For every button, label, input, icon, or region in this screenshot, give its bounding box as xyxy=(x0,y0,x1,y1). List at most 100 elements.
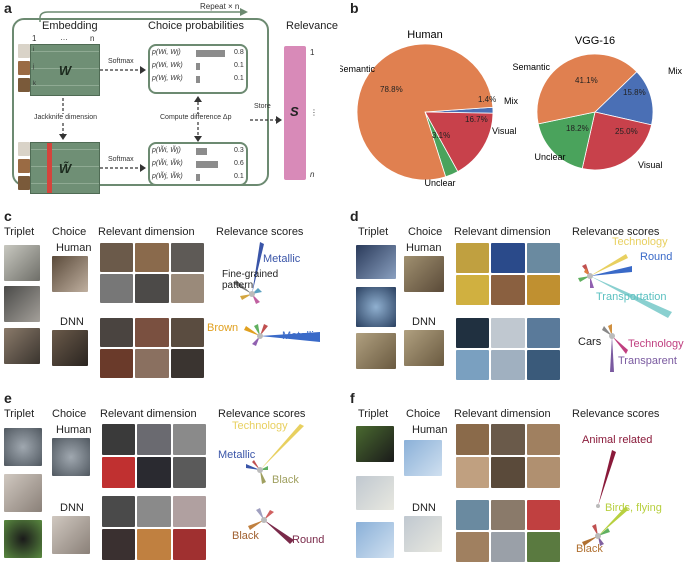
pie-value-label: 41.1% xyxy=(575,76,598,85)
c-dnn-label-metallic: Metallic xyxy=(282,330,320,342)
matrix-W-tilde-label: W̃ xyxy=(58,161,72,176)
e-human-label-black: Black xyxy=(272,474,299,486)
f-human-label: Human xyxy=(412,424,448,436)
row-i: i xyxy=(33,47,35,53)
e-human-choice-image xyxy=(52,438,90,476)
d-dnn-choice-image xyxy=(404,330,444,366)
e-human-rose xyxy=(246,424,304,484)
choice-probabilities-title: Choice probabilities xyxy=(148,20,244,32)
e-human-label-technology: Technology xyxy=(232,420,288,432)
relevance-title: Relevance xyxy=(286,20,338,32)
c-human-choice-image xyxy=(52,256,88,292)
f-human-label-animal-related: Animal related xyxy=(582,434,653,446)
c-choice-header: Choice xyxy=(52,226,87,238)
bottom-prob-bar xyxy=(196,174,200,181)
d-human-label-transportation: Transportation xyxy=(596,291,667,303)
pie-slice-visual xyxy=(424,111,494,173)
panel-a-frame xyxy=(12,18,269,186)
f-dnn-dimension-images xyxy=(456,500,560,562)
pie-slice-semantic xyxy=(356,43,494,181)
softmax-label-top: Softmax xyxy=(108,58,134,65)
triplet-thumbs-top xyxy=(18,44,32,94)
d-human-label-round: Round xyxy=(640,251,673,263)
e-human-dimension-images xyxy=(102,424,206,488)
f-dnn-rose xyxy=(582,506,628,546)
e-dnn-label-black: Black xyxy=(232,530,259,542)
pie-value-label: 15.8% xyxy=(623,88,646,97)
f-relevant-dimension-header: Relevant dimension xyxy=(454,408,551,420)
softmax-label-bottom: Softmax xyxy=(108,156,134,163)
pie-category-label: Visual xyxy=(492,126,516,136)
pie-category-label: Unclear xyxy=(424,178,455,188)
e-dnn-label-round: Round xyxy=(292,534,325,546)
repeat-label: Repeat × n xyxy=(200,2,240,11)
f-relevance-scores-header: Relevance scores xyxy=(572,408,660,420)
dim-label-1: 1 xyxy=(32,34,37,43)
softmax-arrow-bottom xyxy=(100,164,146,172)
row-k: k xyxy=(33,81,36,87)
relevance-vector xyxy=(284,46,306,180)
e-relevance-scores-header: Relevance scores xyxy=(218,408,306,420)
c-relevant-dimension-header: Relevant dimension xyxy=(98,226,195,238)
dim-label-n: n xyxy=(90,34,95,43)
f-human-dimension-images xyxy=(456,424,560,488)
c-triplet-header: Triplet xyxy=(4,226,35,238)
pie-category-label: Unclear xyxy=(534,152,565,162)
c-triplet-image-3 xyxy=(4,328,40,364)
f-triplet-image-1 xyxy=(356,426,394,462)
d-choice-header: Choice xyxy=(408,226,443,238)
softmax-arrow-top xyxy=(100,66,146,74)
top-prob-bar xyxy=(196,76,200,83)
d-relevant-dimension-header: Relevant dimension xyxy=(454,226,551,238)
pie-category-label: Mix xyxy=(504,96,518,106)
pie-value-label: 78.8% xyxy=(380,85,403,94)
pie-value-label: 25.0% xyxy=(615,127,638,136)
e-triplet-image-3 xyxy=(4,520,42,558)
top-prob-value: 0.1 xyxy=(234,75,244,82)
d-human-choice-image xyxy=(404,256,444,292)
e-triplet-header: Triplet xyxy=(4,408,35,420)
e-human-label: Human xyxy=(56,424,92,436)
c-dnn-choice-image xyxy=(52,330,88,366)
panel-letter-e: e xyxy=(4,390,12,406)
c-human-label-fine-grained: Fine-grained pattern xyxy=(222,269,279,291)
pie-value-label: 3.1% xyxy=(432,131,450,140)
relevance-index-dots: ⋮ xyxy=(310,108,318,117)
f-dnn-label-black: Black xyxy=(576,543,603,555)
bottom-prob-bar xyxy=(196,161,218,168)
pie-value-label: 16.7% xyxy=(465,115,488,124)
d-human-label-technology: Technology xyxy=(612,236,668,248)
triplet-thumbs-bottom xyxy=(18,142,32,192)
pie-category-label: Visual xyxy=(638,160,662,170)
compute-diff-label: Compute difference Δp xyxy=(160,114,232,121)
d-triplet-image-1 xyxy=(356,245,396,279)
repeat-loop-arrow xyxy=(39,8,248,22)
panel-letter-a: a xyxy=(4,0,12,16)
f-human-rose xyxy=(596,450,616,508)
bottom-prob-value: 0.3 xyxy=(234,147,244,154)
top-prob-label: p(Wj, Wk) xyxy=(152,75,183,82)
bottom-prob-value: 0.6 xyxy=(234,160,244,167)
c-dnn-rose xyxy=(244,324,320,346)
d-dnn-label-cars: Cars xyxy=(578,336,602,348)
f-dnn-label-birds-flying: Birds, flying xyxy=(605,502,662,514)
d-human-label: Human xyxy=(406,242,442,254)
f-relevance-roses xyxy=(582,450,628,546)
c-triplet-image-1 xyxy=(4,245,40,281)
embedding-title: Embedding xyxy=(42,20,98,32)
f-dnn-choice-image xyxy=(404,516,442,552)
embedding-matrix: W xyxy=(30,44,100,96)
pie-value-label: 18.2% xyxy=(566,124,589,133)
choice-prob-box-bottom xyxy=(148,142,248,186)
jackknife-label: Jackknife dimension xyxy=(34,114,98,121)
e-dnn-rose xyxy=(248,508,294,544)
c-human-dimension-images xyxy=(100,243,204,303)
dim-label-dots: … xyxy=(60,33,68,42)
bottom-prob-bar xyxy=(196,148,207,155)
c-dnn-label: DNN xyxy=(60,316,84,328)
d-triplet-header: Triplet xyxy=(358,226,389,238)
d-relevance-scores-header: Relevance scores xyxy=(572,226,660,238)
relevance-index-n: n xyxy=(310,170,315,179)
d-dnn-label-transparent: Transparent xyxy=(618,355,677,367)
d-relevance-roses xyxy=(578,254,672,372)
